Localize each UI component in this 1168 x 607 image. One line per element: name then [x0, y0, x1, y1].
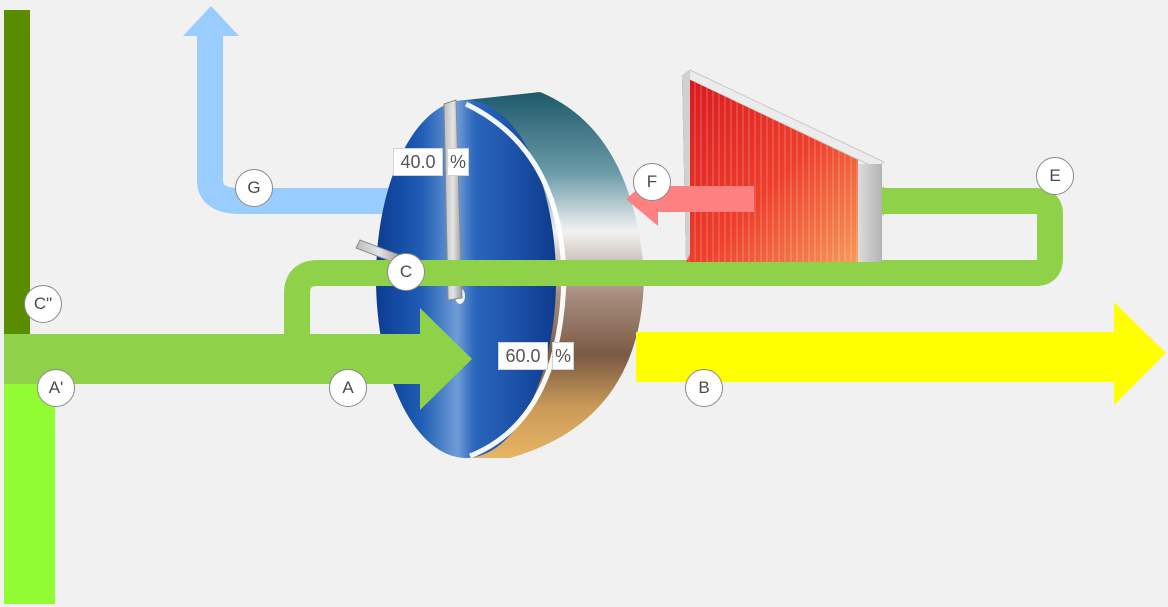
heater-coil-icon	[681, 69, 885, 262]
upper-setpoint: 40.0 %	[393, 148, 469, 176]
node-b[interactable]: B	[685, 369, 723, 407]
lower-setpoint-unit: %	[552, 342, 574, 370]
recirculation-loop-c-e	[284, 188, 1063, 334]
node-g[interactable]: G	[235, 169, 273, 207]
lower-setpoint: 60.0 %	[498, 342, 574, 370]
node-c-double-prime[interactable]: C"	[24, 285, 62, 323]
upper-setpoint-value[interactable]: 40.0	[393, 148, 443, 176]
supply-air-arrow-head	[1114, 302, 1166, 405]
lower-setpoint-value[interactable]: 60.0	[498, 342, 548, 370]
exhaust-vertical-duct	[4, 10, 30, 340]
node-a-prime[interactable]: A'	[37, 369, 75, 407]
node-e[interactable]: E	[1036, 157, 1074, 195]
mixed-air-arrow-head	[420, 308, 472, 410]
heated-air-stream-f	[654, 186, 754, 212]
node-c[interactable]: C	[387, 253, 425, 291]
node-f[interactable]: F	[633, 163, 671, 201]
node-a[interactable]: A	[329, 369, 367, 407]
outdoor-air-vertical-duct	[4, 384, 55, 604]
exhaust-arrow-head	[183, 6, 239, 36]
upper-setpoint-unit: %	[447, 148, 469, 176]
